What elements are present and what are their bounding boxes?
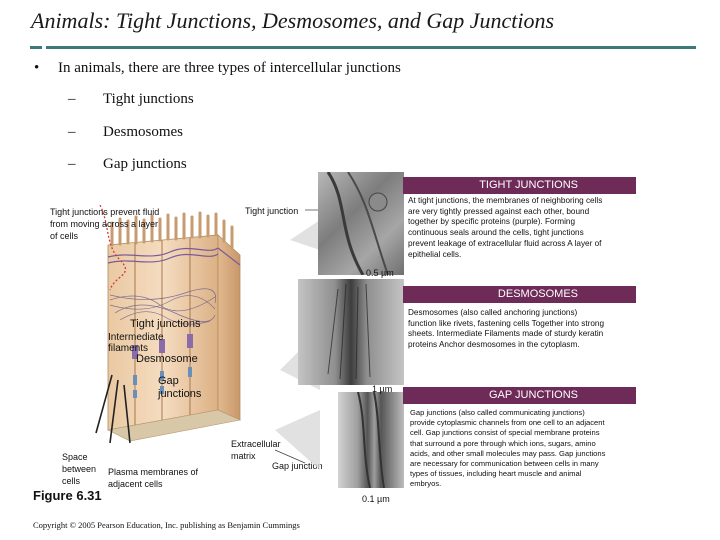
desmosome-micrograph xyxy=(298,279,404,385)
label-tight-junction: Tight junction xyxy=(245,206,299,216)
label-intermediate-filaments: Intermediate filaments xyxy=(108,332,164,354)
subitem-desmosomes: Desmosomes xyxy=(103,124,183,140)
epithelial-cell-illustration xyxy=(95,205,241,444)
bullet-text: In animals, there are three types of int… xyxy=(58,60,401,76)
subitem-marker: – xyxy=(68,91,76,107)
scale-label-tight: 0.5 µm xyxy=(366,268,394,278)
banner-tight-junctions: TIGHT JUNCTIONS xyxy=(403,177,636,194)
label-gap-junction: Gap junction xyxy=(272,461,323,471)
label-tight-prevent: Tight junctions prevent fluid from movin… xyxy=(50,207,160,241)
description-desmosomes: Desmosomes (also called anchoring juncti… xyxy=(408,308,604,350)
banner-desmosomes: DESMOSOMES xyxy=(403,286,636,303)
label-extracellular-matrix: Extracellular matrix xyxy=(231,439,281,461)
label-gap-junctions: Gap junctions xyxy=(158,375,202,400)
label-desmosome: Desmosome xyxy=(136,353,198,365)
title-rule-accent xyxy=(30,46,42,49)
description-tight-junctions: At tight junctions, the membranes of nei… xyxy=(408,196,603,259)
subitem-gap-junctions: Gap junctions xyxy=(103,156,187,172)
title-rule xyxy=(46,46,696,49)
figure-label: Figure 6.31 xyxy=(33,488,102,503)
label-tight-junctions: Tight junctions xyxy=(130,318,201,330)
subitem-tight-junctions: Tight junctions xyxy=(103,91,194,107)
bullet-marker: • xyxy=(34,60,40,76)
scale-label-gap: 0.1 µm xyxy=(362,494,390,504)
banner-gap-junctions: GAP JUNCTIONS xyxy=(403,387,636,404)
label-space-between-cells: Space between cells xyxy=(62,452,97,486)
subitem-marker: – xyxy=(68,156,76,172)
tight-junction-micrograph xyxy=(318,172,404,275)
description-gap-junctions: Gap junctions (also called communicating… xyxy=(410,408,606,489)
copyright: Copyright © 2005 Pearson Education, Inc.… xyxy=(33,520,300,530)
subitem-marker: – xyxy=(68,124,76,140)
slide-title: Animals: Tight Junctions, Desmosomes, an… xyxy=(31,8,555,33)
scale-label-desmosome: 1 µm xyxy=(372,384,393,394)
gap-junction-micrograph xyxy=(338,392,404,488)
label-plasma-membranes: Plasma membranes of adjacent cells xyxy=(108,467,199,489)
